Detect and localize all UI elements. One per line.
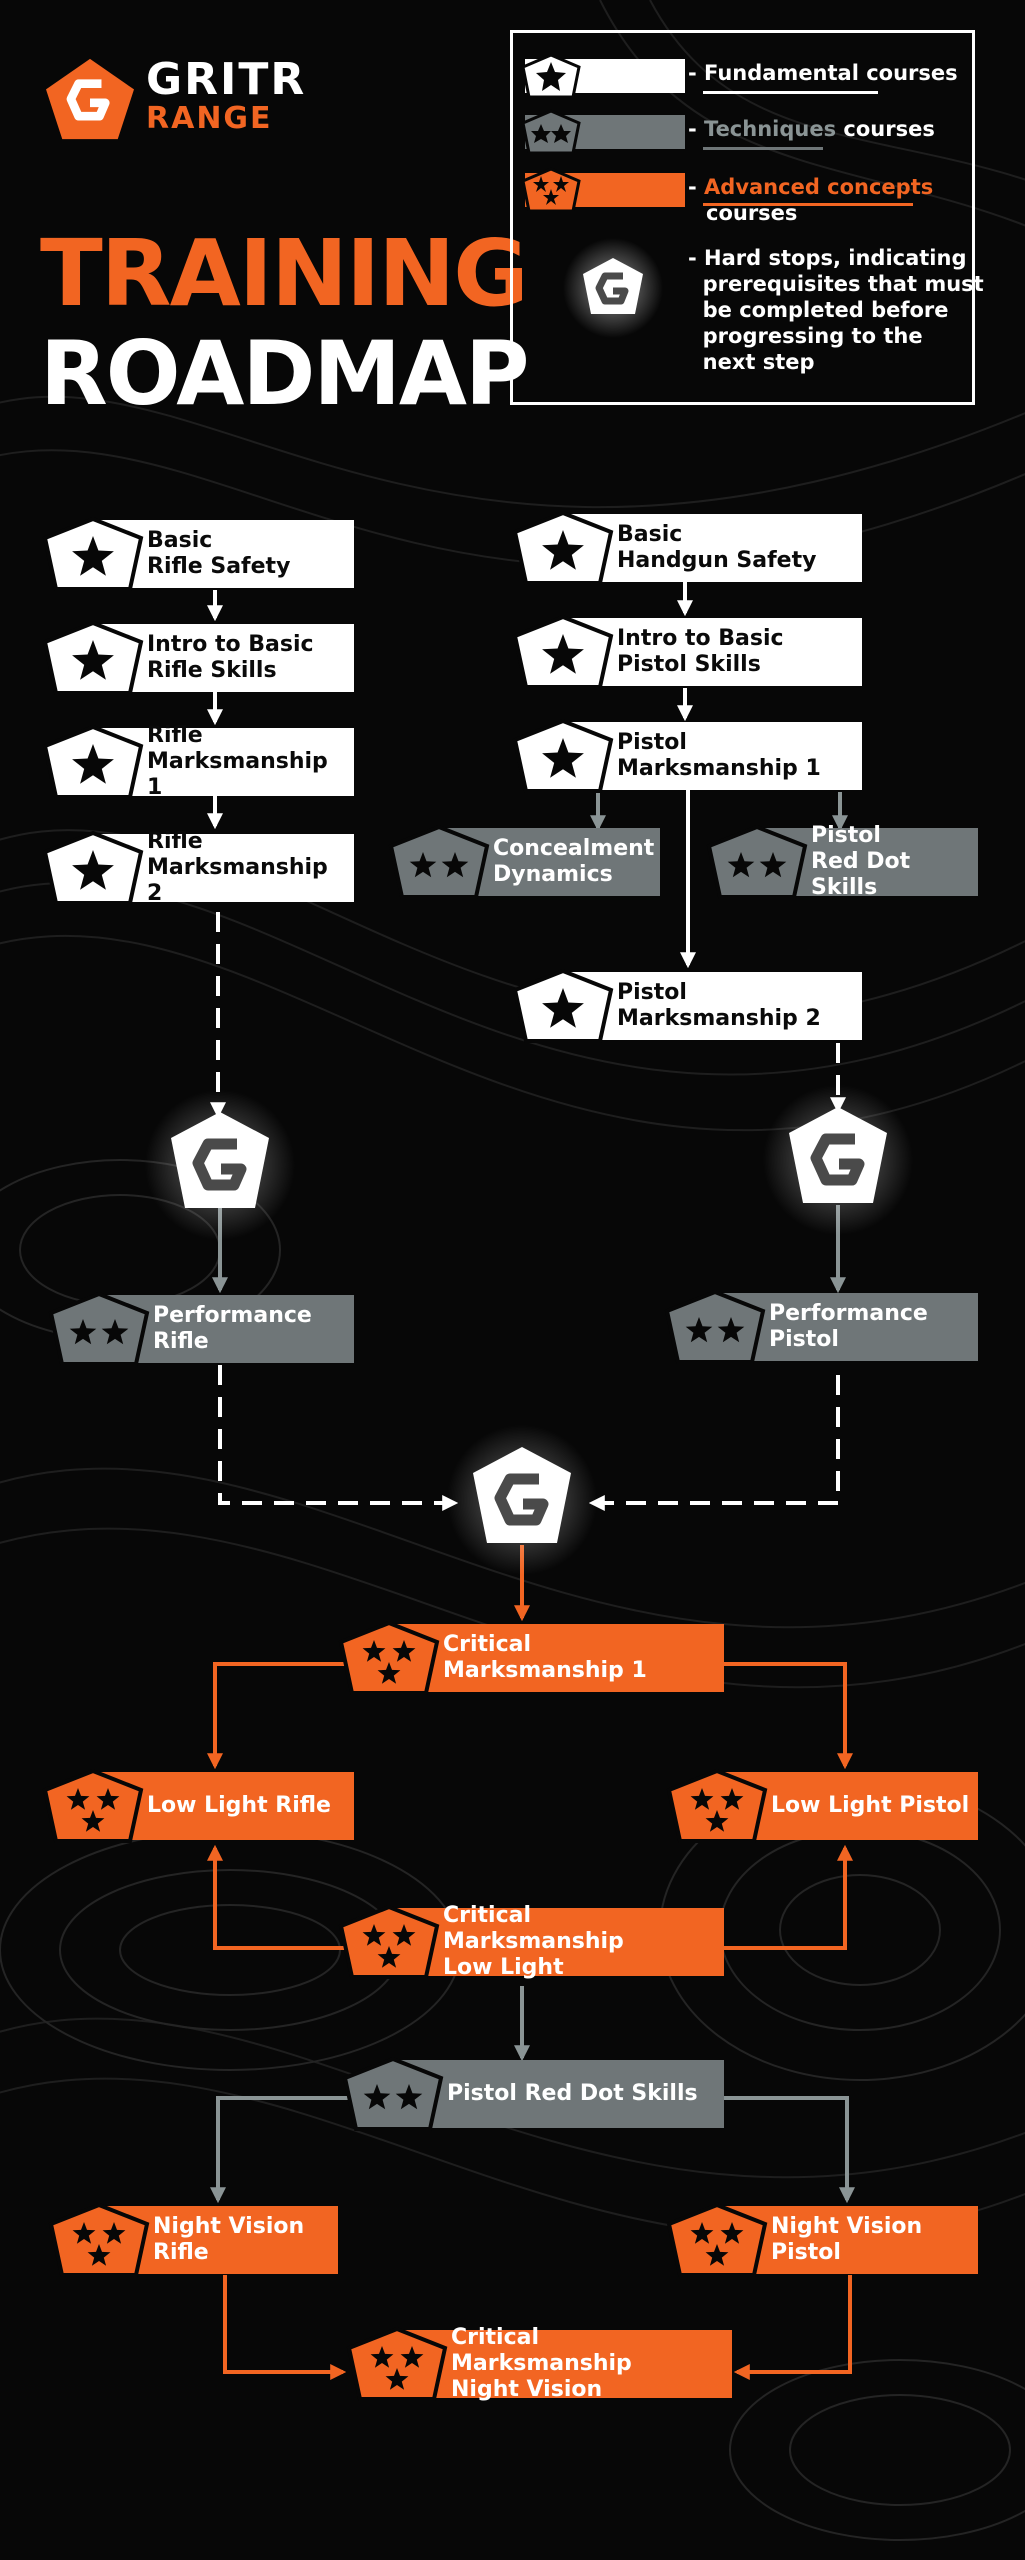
course-low-light-pistol[interactable]: Low Light Pistol — [666, 1768, 978, 1843]
course-rifle-marksmanship-2[interactable]: Rifle Marksmanship 2 — [42, 829, 354, 906]
brand-subname: RANGE — [146, 101, 273, 136]
two-star-icon — [342, 2056, 444, 2131]
course-performance-rifle[interactable]: Performance Rifle — [48, 1291, 354, 1366]
gritr-g-icon — [763, 1085, 913, 1235]
three-star-icon — [42, 1768, 144, 1843]
two-star-icon — [664, 1289, 766, 1364]
gritr-g-icon — [145, 1090, 295, 1240]
three-star-icon — [338, 1904, 440, 1979]
three-star-icon — [666, 1768, 768, 1843]
page-title-line1: TRAINING — [40, 220, 529, 327]
course-night-vision-rifle[interactable]: Night Vision Rifle — [48, 2202, 338, 2277]
star-icon — [512, 718, 614, 793]
star-icon — [512, 510, 614, 585]
two-star-icon — [48, 1291, 150, 1366]
course-performance-pistol[interactable]: Performance Pistol — [664, 1289, 978, 1364]
course-pistol-marksmanship-1[interactable]: Pistol Marksmanship 1 — [512, 718, 862, 793]
gritr-g-icon — [447, 1425, 597, 1575]
legend-techniques: - Techniques courses — [688, 117, 935, 141]
legend-orange-underline — [703, 203, 913, 206]
course-basic-handgun-safety[interactable]: Basic Handgun Safety — [512, 510, 862, 585]
course-pistol-red-dot-skills-advanced[interactable]: Pistol Red Dot Skills — [342, 2056, 724, 2131]
three-star-icon — [48, 2202, 150, 2277]
legend-white-underline — [703, 91, 878, 94]
star-icon — [512, 614, 614, 689]
brand-wordmark: GRITR RANGE — [146, 58, 306, 134]
two-star-icon — [388, 824, 490, 899]
three-star-icon — [521, 167, 581, 213]
two-star-icon — [706, 824, 808, 899]
course-pistol-marksmanship-2[interactable]: Pistol Marksmanship 2 — [512, 968, 862, 1043]
star-icon — [42, 724, 144, 799]
star-icon — [42, 620, 144, 695]
three-star-icon — [666, 2202, 768, 2277]
star-icon — [512, 968, 614, 1043]
legend-gray-underline — [703, 147, 823, 150]
course-critical-marksmanship-1[interactable]: Critical Marksmanship 1 — [338, 1620, 724, 1695]
page-title-line2: ROADMAP — [40, 322, 530, 425]
three-star-icon — [346, 2326, 448, 2401]
gritr-g-icon — [563, 238, 663, 338]
course-critical-marksmanship-low-light[interactable]: Critical Marksmanship Low Light — [338, 1903, 724, 1980]
gritr-logo-icon — [46, 58, 134, 140]
course-low-light-rifle[interactable]: Low Light Rifle — [42, 1768, 354, 1843]
course-critical-marksmanship-night-vision[interactable]: Critical Marksmanship Night Vision — [346, 2325, 732, 2402]
legend-hardstop: - Hard stops, indicating prerequisites t… — [688, 246, 984, 374]
brand-name: GRITR — [146, 54, 307, 105]
legend-fundamental: - Fundamental courses — [688, 61, 958, 85]
star-icon — [521, 53, 581, 99]
course-intro-rifle-skills[interactable]: Intro to Basic Rifle Skills — [42, 620, 354, 695]
course-intro-pistol-skills[interactable]: Intro to Basic Pistol Skills — [512, 614, 862, 689]
course-basic-rifle-safety[interactable]: Basic Rifle Safety — [42, 516, 354, 591]
course-night-vision-pistol[interactable]: Night Vision Pistol — [666, 2202, 978, 2277]
star-icon — [42, 830, 144, 905]
two-star-icon — [521, 109, 581, 155]
legend: - Fundamental courses - Techniques cours… — [510, 30, 984, 405]
star-icon — [42, 516, 144, 591]
three-star-icon — [338, 1620, 440, 1695]
course-rifle-marksmanship-1[interactable]: Rifle Marksmanship 1 — [42, 723, 354, 800]
course-concealment-dynamics[interactable]: Concealment Dynamics — [388, 824, 660, 899]
course-pistol-red-dot-skills[interactable]: Pistol Red Dot Skills — [706, 823, 978, 900]
